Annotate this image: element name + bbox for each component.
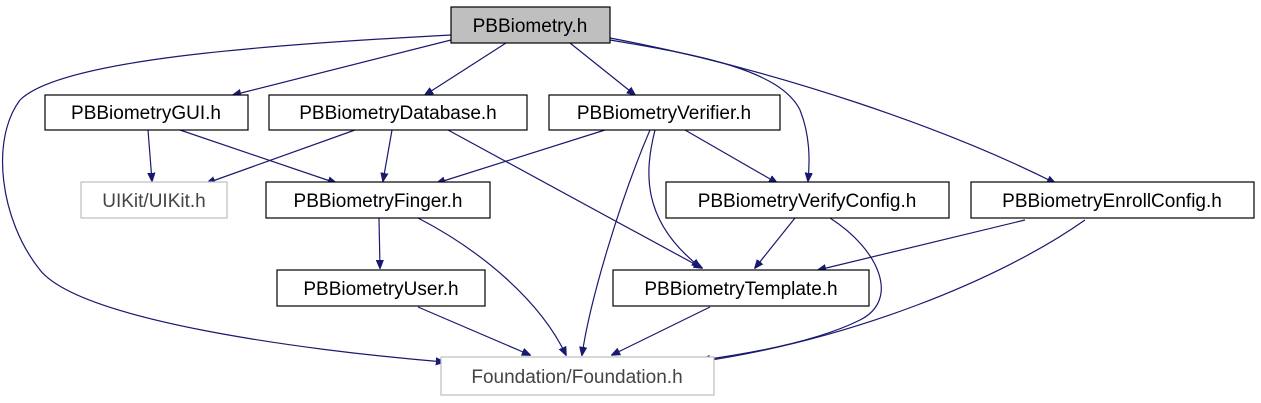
node-label: PBBiometryVerifyConfig.h [698, 191, 917, 212]
edge-verifier-finger [437, 129, 606, 183]
edge-root-gui [233, 39, 452, 95]
node-pbbiometry-verifyconfig[interactable]: PBBiometryVerifyConfig.h [665, 181, 950, 219]
edge-user-foundation [417, 306, 530, 355]
edge-verifier-template [648, 129, 700, 267]
node-pbbiometry[interactable]: PBBiometry.h [450, 6, 611, 44]
edges [2, 34, 1086, 362]
edge-root-foundation [2, 34, 452, 362]
node-foundation[interactable]: Foundation/Foundation.h [440, 356, 715, 396]
node-label: PBBiometryFinger.h [294, 191, 463, 212]
node-uikit[interactable]: UIKit/UIKit.h [80, 181, 228, 219]
node-label: PBBiometryTemplate.h [644, 279, 837, 300]
edge-gui-uikit [148, 129, 152, 181]
edge-database-template [447, 129, 702, 268]
node-label: Foundation/Foundation.h [471, 367, 682, 388]
node-label: PBBiometryEnrollConfig.h [1002, 191, 1222, 212]
edge-enrollconfig-template [818, 219, 1026, 270]
edge-database-uikit [207, 129, 356, 183]
node-label: PBBiometry.h [473, 16, 588, 37]
node-label: PBBiometryDatabase.h [299, 103, 497, 124]
node-label: UIKit/UIKit.h [102, 191, 205, 212]
node-pbbiometry-template[interactable]: PBBiometryTemplate.h [612, 269, 870, 307]
nodes: PBBiometry.h PBBiometryGUI.h PBBiometryD… [44, 6, 1255, 396]
edge-enrollconfig-foundation [698, 219, 1086, 362]
edge-gui-finger [179, 129, 336, 183]
edge-verifier-verifyconfig [684, 129, 777, 183]
node-pbbiometry-user[interactable]: PBBiometryUser.h [276, 269, 486, 307]
node-label: PBBiometryUser.h [303, 279, 458, 300]
node-pbbiometry-finger[interactable]: PBBiometryFinger.h [265, 181, 491, 219]
edge-verifyconfig-template [755, 217, 796, 268]
edge-root-database [425, 42, 507, 95]
edge-template-foundation [612, 306, 711, 355]
node-label: PBBiometryGUI.h [71, 103, 221, 124]
edge-finger-user [379, 217, 380, 268]
edge-finger-foundation [417, 217, 566, 355]
edge-root-enrollconfig [609, 37, 1055, 183]
edge-verifier-foundation [582, 129, 651, 355]
node-pbbiometry-database[interactable]: PBBiometryDatabase.h [268, 94, 528, 131]
node-pbbiometry-enrollconfig[interactable]: PBBiometryEnrollConfig.h [970, 181, 1255, 219]
node-pbbiometry-gui[interactable]: PBBiometryGUI.h [44, 94, 249, 131]
node-label: PBBiometryVerifier.h [577, 103, 751, 124]
edge-database-finger [383, 129, 393, 181]
edge-root-verifier [569, 42, 635, 95]
node-pbbiometry-verifier[interactable]: PBBiometryVerifier.h [548, 94, 781, 131]
